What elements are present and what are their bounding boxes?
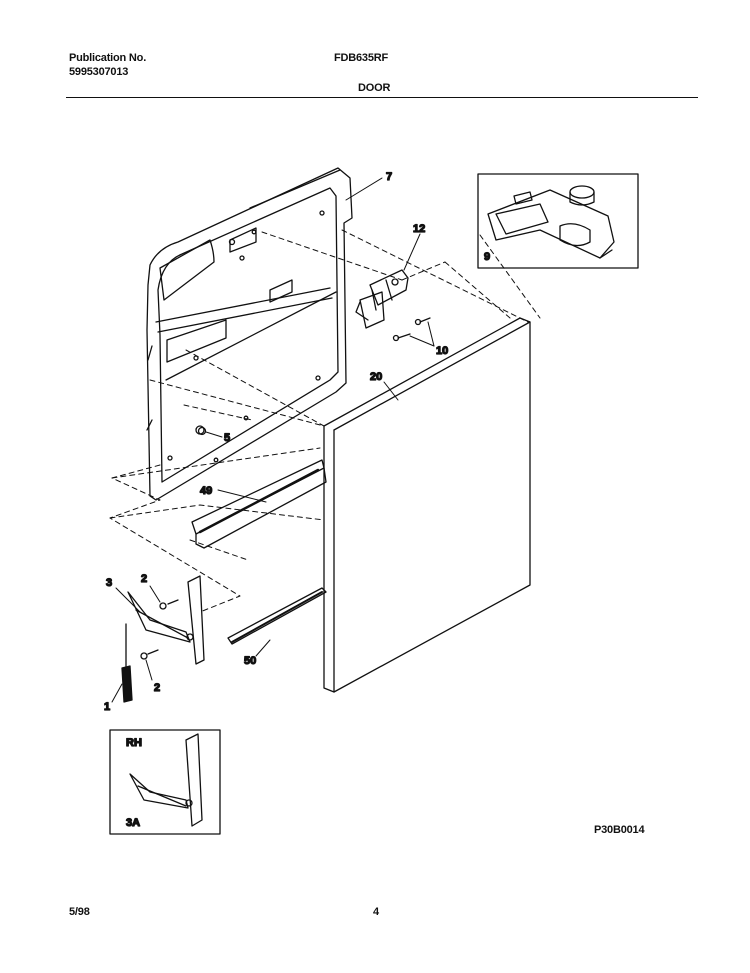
inset-side-label: RH: [126, 737, 142, 749]
callout-9: 9: [484, 251, 490, 263]
header-rule: [66, 97, 698, 98]
hinge-spring: [121, 623, 133, 703]
gasket-strip: [227, 587, 327, 645]
callout-10: 10: [436, 345, 448, 357]
drawing-code: P30B0014: [594, 824, 645, 836]
latch-assembly: [355, 269, 409, 329]
callout-20: 20: [370, 371, 382, 383]
callout-12: 12: [413, 223, 425, 235]
callout-3: 3: [106, 577, 112, 589]
callout-50: 50: [244, 655, 256, 667]
screw-5: [197, 426, 207, 436]
callout-2-bottom: 2: [154, 682, 160, 694]
dispenser-inset: [477, 173, 639, 269]
callout-5: 5: [224, 432, 230, 444]
footer-date: 5/98: [69, 906, 90, 918]
alignment-lines: [109, 229, 541, 613]
inset-part-label: 3A: [126, 817, 140, 829]
hinge-assembly: [127, 575, 205, 665]
latch-screws: [392, 317, 431, 342]
model-number: FDB635RF: [334, 52, 389, 64]
hinge-inset: [109, 729, 221, 835]
callout-1: 1: [104, 701, 110, 713]
callout-2-top: 2: [141, 573, 147, 585]
publication-number: 5995307013: [69, 66, 129, 78]
outer-door-panel: [323, 317, 531, 693]
page-number: 4: [373, 906, 379, 918]
leader-lines: [111, 177, 435, 703]
callout-7: 7: [386, 171, 392, 183]
publication-label: Publication No.: [69, 52, 147, 64]
inner-door-liner: [146, 167, 353, 501]
bottom-trim: [191, 459, 327, 549]
section-title: DOOR: [358, 82, 391, 94]
callout-49: 49: [200, 485, 212, 497]
